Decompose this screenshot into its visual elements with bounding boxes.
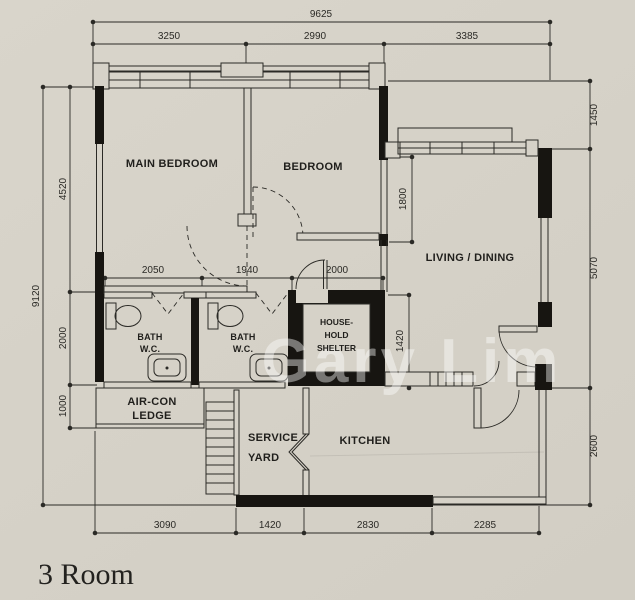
label-main-bedroom: MAIN BEDROOM (126, 158, 218, 170)
dimension-living-window: 1800 (389, 154, 415, 245)
label-bath2-line1: BATH (230, 332, 255, 342)
label-living-dining: LIVING / DINING (426, 252, 515, 264)
dim-left-3: 1000 (58, 394, 69, 417)
dim-left-total: 9120 (31, 284, 42, 307)
label-bath1-line2: W.C. (140, 344, 160, 354)
kitchen-door (473, 387, 520, 429)
dim-bottom-3: 2830 (357, 520, 380, 531)
dim-right-3: 2600 (589, 434, 600, 457)
dim-mid-2: 1940 (236, 265, 259, 276)
kitchen-walls (236, 390, 547, 507)
dim-left-1: 4520 (58, 177, 69, 200)
bathroom-walls (95, 291, 286, 389)
bedroom-door (252, 186, 304, 238)
living-right-wall (535, 148, 552, 390)
dim-living-window: 1800 (398, 187, 409, 210)
bath1-folding-door (151, 292, 185, 315)
dimension-top-total: 9625 (90, 9, 553, 80)
dimension-left-total: 9120 (31, 84, 97, 508)
label-shelter-line3: SHELTER (317, 343, 356, 353)
label-aircon-line2: LEDGE (132, 410, 171, 422)
dim-top-total: 9625 (310, 9, 333, 20)
bath1-toilet (105, 302, 142, 330)
dimension-left-sub: 4520 2000 1000 (58, 84, 107, 431)
label-bath1-line1: BATH (137, 332, 162, 342)
dim-mid-1: 2050 (142, 265, 165, 276)
dimension-middle: 2050 1940 2000 (102, 265, 386, 292)
dimension-top-sub: 3250 2990 3385 (90, 31, 553, 84)
main-entrance-door (473, 325, 538, 387)
dimension-bottom: 3090 1420 2830 2285 (92, 431, 542, 536)
dim-bottom-4: 2285 (474, 520, 497, 531)
main-bedroom-left-wall (95, 86, 104, 294)
dimension-shelter-depth: 1420 (388, 292, 412, 391)
dim-right-1: 1450 (589, 103, 600, 126)
shelter-door-opening (296, 290, 328, 303)
yard-kitchen-divider (288, 387, 310, 503)
household-shelter (288, 290, 385, 386)
bedroom-right-wall (379, 86, 388, 246)
label-bedroom: BEDROOM (283, 161, 343, 173)
service-yard-left-wall (233, 389, 240, 496)
label-kitchen: KITCHEN (340, 435, 391, 447)
label-aircon-line1: AIR-CON (127, 396, 176, 408)
main-bedroom-door (186, 225, 248, 287)
bedroom-window-band (92, 62, 386, 90)
living-window-band (384, 127, 539, 159)
bath2-folding-door (255, 292, 289, 315)
dim-right-2: 5070 (589, 256, 600, 279)
dim-bottom-1: 3090 (154, 520, 177, 531)
plan-title: 3 Room (38, 558, 134, 591)
dim-top-2: 2990 (304, 31, 327, 42)
bedroom-bottom-wall (296, 232, 380, 241)
dim-mid-3: 2000 (326, 265, 349, 276)
label-shelter-line1: HOUSE- (320, 317, 353, 327)
bath2-toilet (207, 302, 244, 330)
dim-bottom-2: 1420 (259, 520, 282, 531)
watermark: Gary Lim (262, 327, 563, 396)
main-bedroom-bottom-wall (103, 285, 248, 294)
label-bath2-line2: W.C. (233, 344, 253, 354)
label-shelter-line2: HOLD (324, 330, 348, 340)
label-service-line1: SERVICE (248, 432, 298, 444)
bath1-basin (147, 353, 187, 382)
dim-top-1: 3250 (158, 31, 181, 42)
aircon-ledge (95, 387, 205, 429)
living-left-wall (380, 240, 388, 292)
dim-top-3: 3385 (456, 31, 479, 42)
dim-shelter-depth: 1420 (395, 329, 406, 352)
living-kitchen-wall (384, 371, 536, 387)
dim-left-2: 2000 (58, 326, 69, 349)
label-service-line2: YARD (248, 452, 279, 464)
drying-rack (205, 401, 235, 495)
shelter-door (295, 259, 328, 290)
